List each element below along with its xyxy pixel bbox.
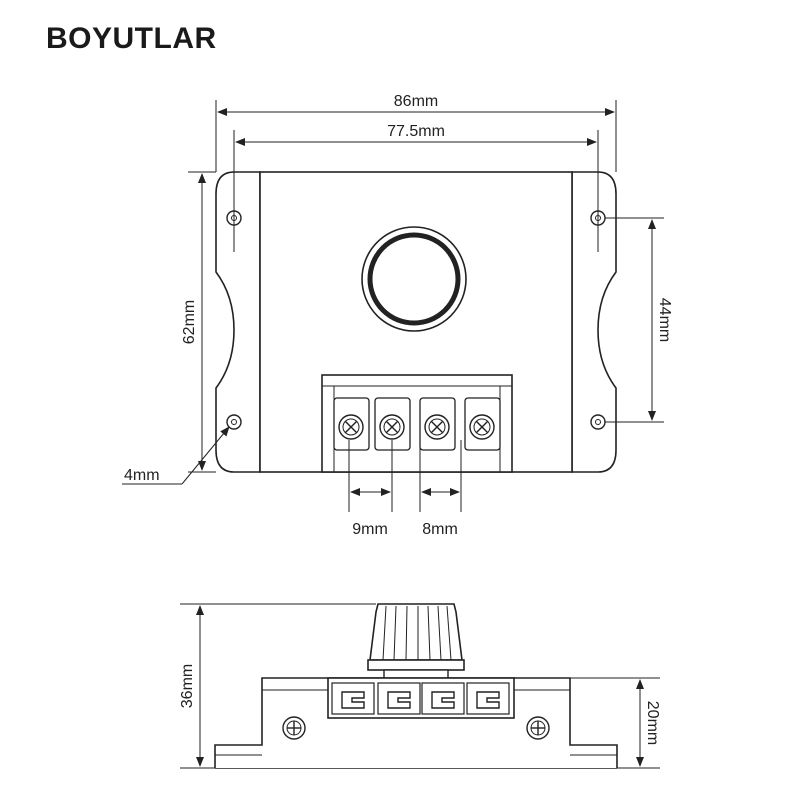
terminal-block bbox=[321, 374, 513, 473]
label-4mm: 4mm bbox=[124, 467, 160, 484]
label-9mm: 9mm bbox=[352, 521, 388, 538]
right-flange bbox=[571, 171, 617, 473]
label-44mm: 44mm bbox=[656, 298, 673, 342]
dimension-20mm: 20mm bbox=[570, 677, 661, 769]
dimension-8mm: 8mm bbox=[419, 440, 462, 538]
left-flange bbox=[215, 171, 261, 473]
dimension-36mm: 36mm bbox=[179, 603, 376, 769]
top-view: 86mm 77.5mm 62mm 44mm 4mm bbox=[122, 93, 673, 538]
brand-title: BOYUTLAR bbox=[46, 22, 217, 55]
mounting-hole-bottom-left bbox=[226, 414, 242, 430]
label-62mm: 62mm bbox=[181, 300, 198, 344]
label-8mm: 8mm bbox=[422, 521, 458, 538]
terminal-block-side bbox=[327, 677, 515, 719]
knob-top bbox=[361, 226, 467, 332]
label-86mm: 86mm bbox=[394, 93, 438, 110]
terminal-3 bbox=[419, 397, 456, 451]
dimension-62mm: 62mm bbox=[181, 171, 216, 473]
terminal-side-2 bbox=[377, 682, 421, 715]
dimension-86mm: 86mm bbox=[215, 93, 617, 172]
terminal-4 bbox=[464, 397, 501, 451]
dimension-4mm: 4mm bbox=[122, 426, 230, 485]
label-36mm: 36mm bbox=[179, 664, 196, 708]
side-view: 36mm 20mm bbox=[179, 603, 661, 769]
terminal-side-3 bbox=[421, 682, 465, 715]
terminal-1 bbox=[333, 397, 370, 451]
label-77-5mm: 77.5mm bbox=[387, 123, 445, 140]
dimension-9mm: 9mm bbox=[348, 440, 393, 538]
label-20mm: 20mm bbox=[644, 701, 661, 745]
terminal-side-4 bbox=[466, 682, 510, 715]
terminal-side-1 bbox=[331, 682, 375, 715]
knob-side bbox=[367, 603, 465, 679]
dimension-44mm: 44mm bbox=[605, 217, 673, 423]
screw-right bbox=[526, 716, 550, 740]
dimension-77-5mm: 77.5mm bbox=[233, 123, 599, 252]
terminal-2 bbox=[374, 397, 411, 451]
screw-left bbox=[282, 716, 306, 740]
